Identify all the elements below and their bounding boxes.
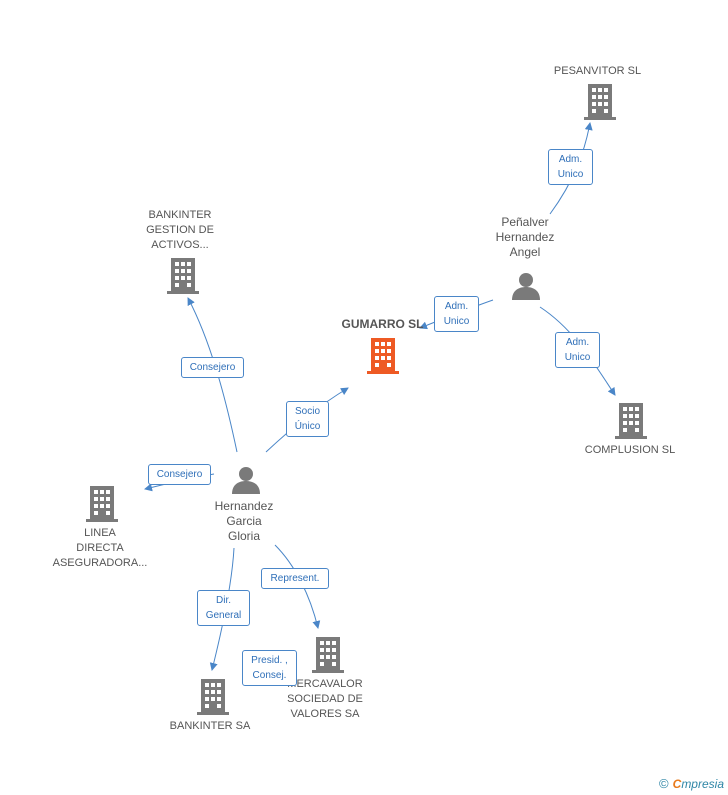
person-icon-hernandez[interactable] [232,466,260,499]
company-icon-pesanvitor[interactable] [584,84,616,125]
node-label-pesanvitor: PESANVITOR SL [553,65,642,77]
company-icon-bankinter-gestion[interactable] [167,258,199,299]
edge-label-penalver-complusion: Adm. Unico [555,332,600,368]
node-label-complusion: COMPLUSION SL [584,444,676,456]
edge-label-penalver-pesanvitor: Adm. Unico [548,149,593,185]
edge-label-hernandez-bankinter-gestion: Consejero [181,357,244,378]
person-icon-penalver[interactable] [512,272,540,305]
company-icon-gumarro[interactable] [367,338,399,379]
footer-brand: ©Cmpresia [659,776,724,791]
node-label-bankinter-gestion: BANKINTER GESTION DE ACTIVOS... [146,209,214,251]
node-label-hernandez: Hernandez Garcia Gloria [214,499,274,543]
copyright-icon: © [659,776,669,791]
node-label-linea-directa: LINEA DIRECTA ASEGURADORA... [52,527,148,569]
company-icon-bankinter-sa[interactable] [197,679,229,720]
edge-label-presid-consej: Presid. , Consej. [242,650,297,686]
edge-label-hernandez-mercavalor: Represent. [261,568,329,589]
node-label-bankinter-sa: BANKINTER SA [169,720,251,732]
node-label-gumarro: GUMARRO SL [341,317,424,331]
company-icon-linea-directa[interactable] [86,486,118,527]
edge-label-hernandez-linea: Consejero [148,464,211,485]
company-icon-complusion[interactable] [615,403,647,444]
brand-logo-text: mpresia [681,777,724,791]
edge-label-hernandez-bankinter-sa: Dir. General [197,590,250,626]
company-icon-mercavalor[interactable] [312,637,344,678]
node-label-mercavalor: MERCAVALOR SOCIEDAD DE VALORES SA [287,678,363,720]
brand-logo-letter: C [672,777,682,791]
edge-label-hernandez-gumarro: Socio Único [286,401,329,437]
edge-label-penalver-gumarro: Adm. Unico [434,296,479,332]
node-label-penalver: Peñalver Hernandez Angel [495,215,555,259]
